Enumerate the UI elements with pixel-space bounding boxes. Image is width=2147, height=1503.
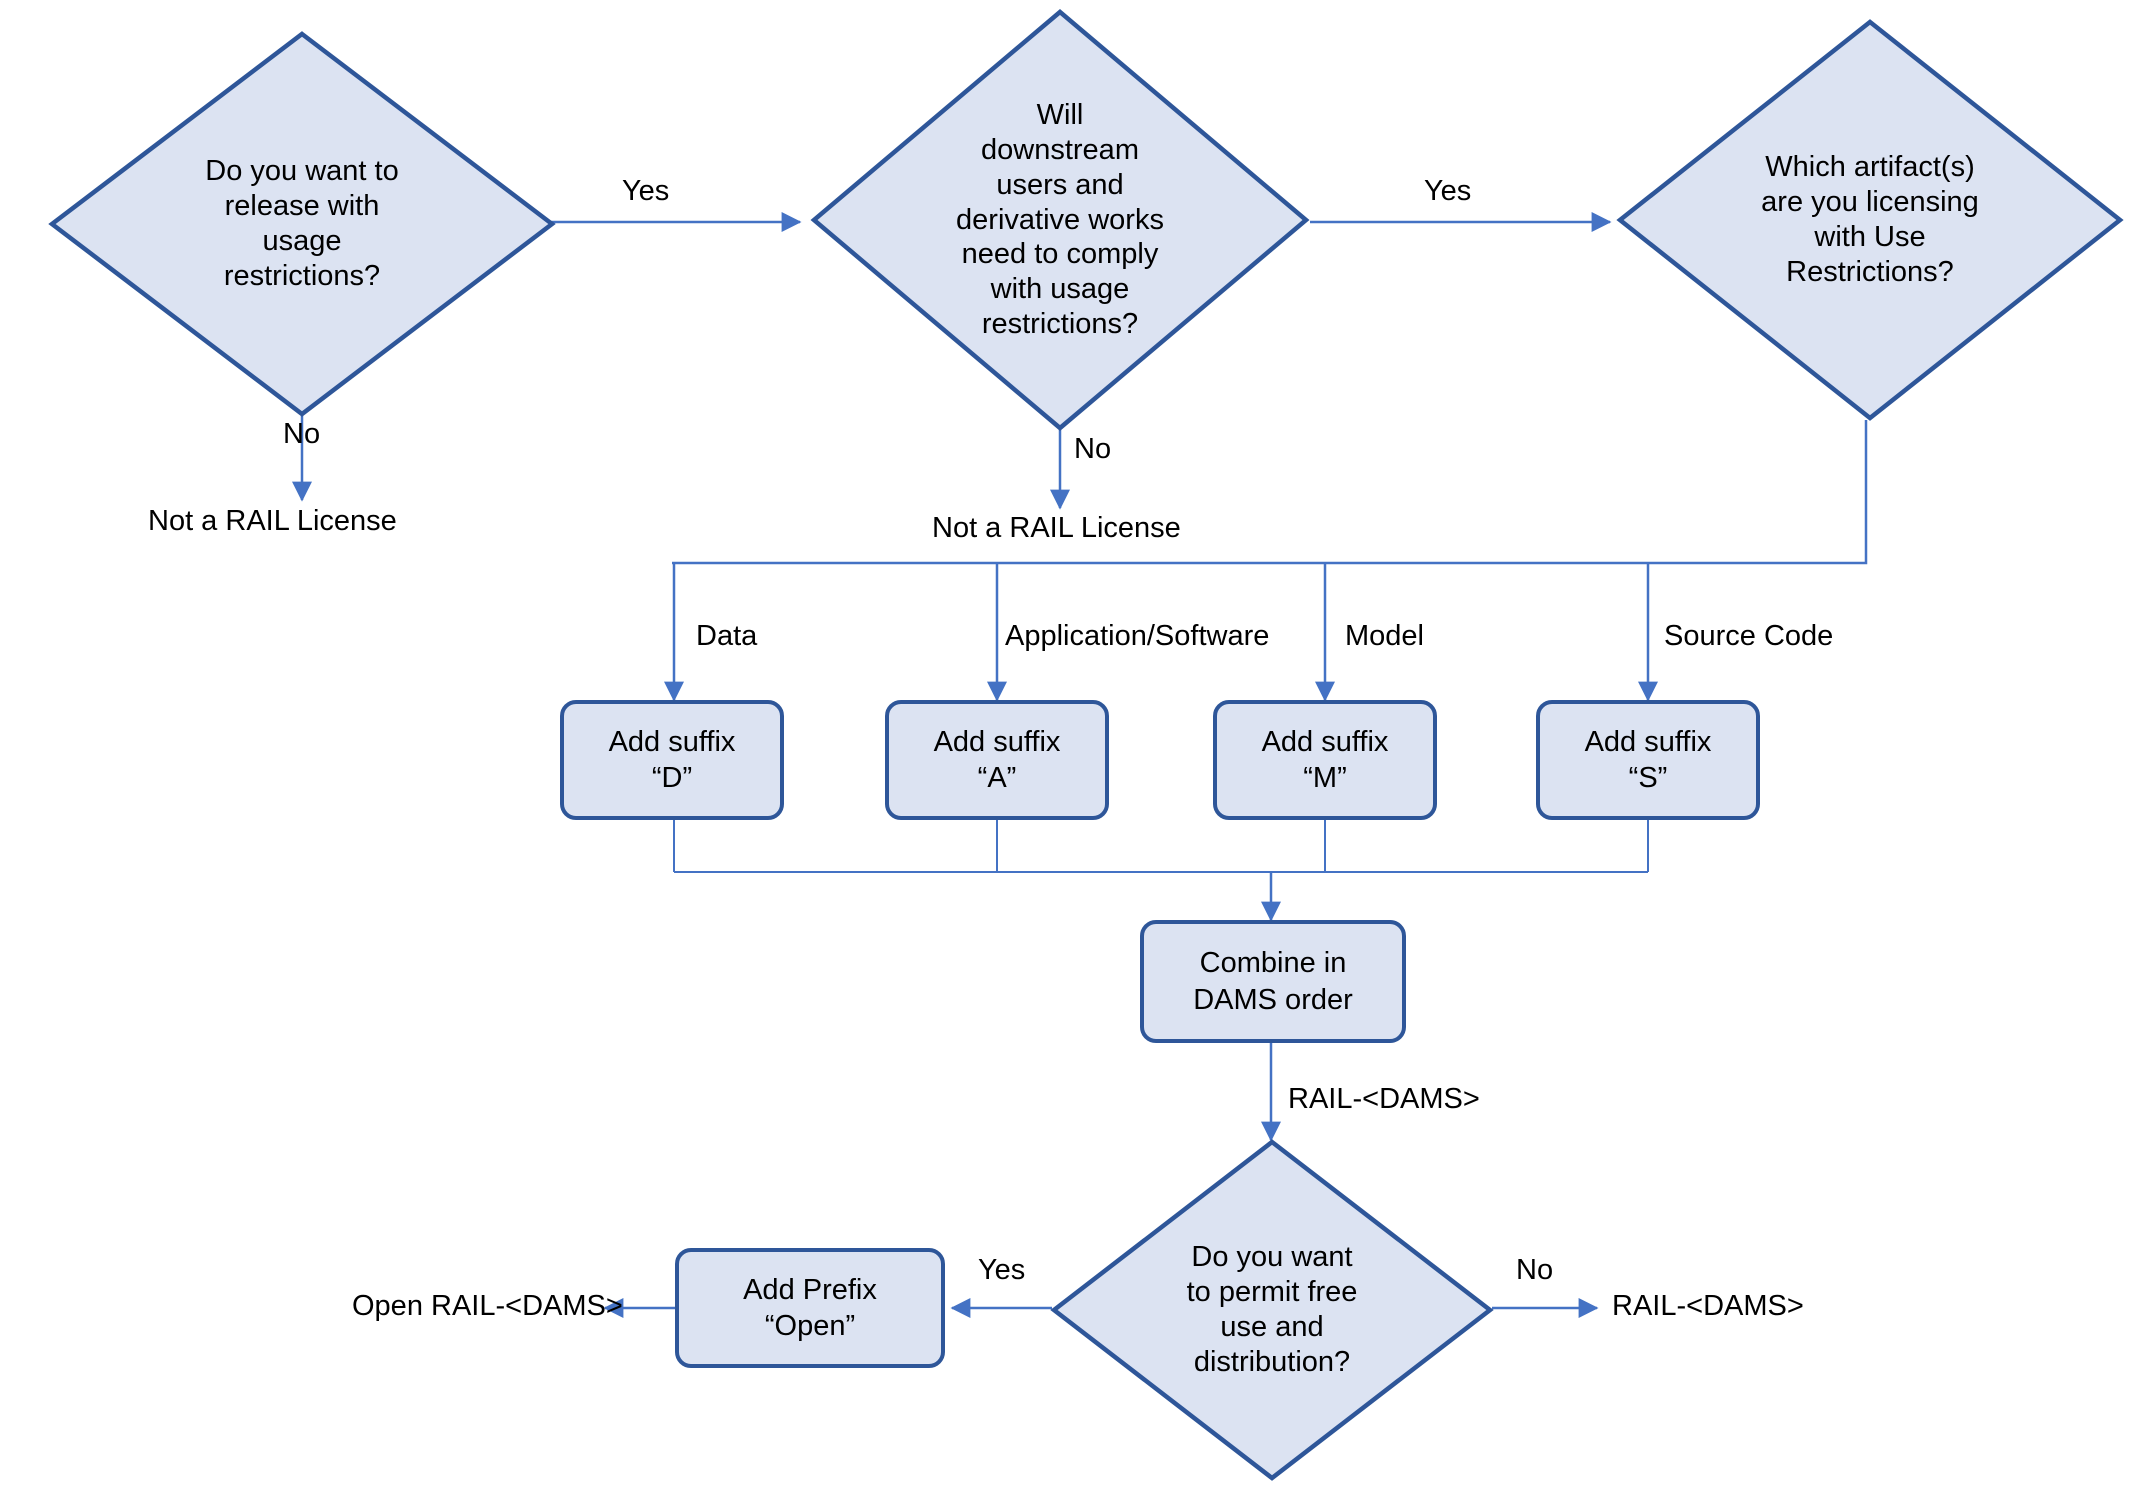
diamond-shape	[1050, 1139, 1494, 1481]
edge-label-artifact-model: Model	[1345, 620, 1424, 652]
process-add-prefix-open[interactable]: Add Prefix “Open”	[675, 1248, 945, 1368]
decision-release-usage-restrictions-label: Do you want to release with usage restri…	[205, 155, 399, 292]
edge-label-no-3: No	[1516, 1254, 1554, 1286]
edge-label-yes-1: Yes	[622, 175, 670, 207]
decision-which-artifacts[interactable]: Which artifact(s) are you licensing with…	[1616, 18, 2124, 422]
process-add-suffix-d[interactable]: Add suffix “D”	[560, 700, 784, 820]
process-add-suffix-a[interactable]: Add suffix “A”	[885, 700, 1109, 820]
terminal-not-a-rail-license-left: Not a RAIL License	[148, 505, 397, 537]
decision-which-artifacts-label: Which artifact(s) are you licensing with…	[1761, 151, 1979, 288]
decision-downstream-comply-label: Will downstream users and derivative wor…	[956, 99, 1164, 340]
edge-label-artifact-data: Data	[696, 620, 758, 652]
edge-label-yes-2: Yes	[1424, 175, 1472, 207]
edge-q3-to-artifact-bus	[672, 420, 1868, 565]
process-add-suffix-m[interactable]: Add suffix “M”	[1213, 700, 1437, 820]
edge-label-no-1: No	[283, 418, 321, 450]
decision-release-usage-restrictions[interactable]: Do you want to release with usage restri…	[48, 30, 556, 418]
edge-label-no-2: No	[1074, 433, 1112, 465]
diamond-shape	[810, 9, 1310, 431]
edge-label-artifact-source-code: Source Code	[1664, 620, 1834, 652]
terminal-not-a-rail-license-mid: Not a RAIL License	[932, 512, 1181, 544]
terminal-rail-dams: RAIL-<DAMS>	[1612, 1290, 1804, 1322]
edge-label-artifact-application-software: Application/Software	[1005, 620, 1270, 652]
terminal-open-rail-dams: Open RAIL-<DAMS>	[352, 1290, 623, 1322]
process-combine-dams-order[interactable]: Combine in DAMS order	[1140, 920, 1406, 1043]
decision-downstream-comply[interactable]: Will downstream users and derivative wor…	[810, 8, 1310, 432]
process-add-suffix-s[interactable]: Add suffix “S”	[1536, 700, 1760, 820]
diamond-shape	[48, 31, 556, 417]
edge-label-rail-dams-combine: RAIL-<DAMS>	[1288, 1083, 1480, 1115]
decision-permit-free-use[interactable]: Do you want to permit free use and distr…	[1050, 1138, 1494, 1482]
edge-label-yes-3: Yes	[978, 1254, 1026, 1286]
diamond-shape	[1616, 19, 2124, 421]
decision-permit-free-use-label: Do you want to permit free use and distr…	[1186, 1241, 1358, 1378]
